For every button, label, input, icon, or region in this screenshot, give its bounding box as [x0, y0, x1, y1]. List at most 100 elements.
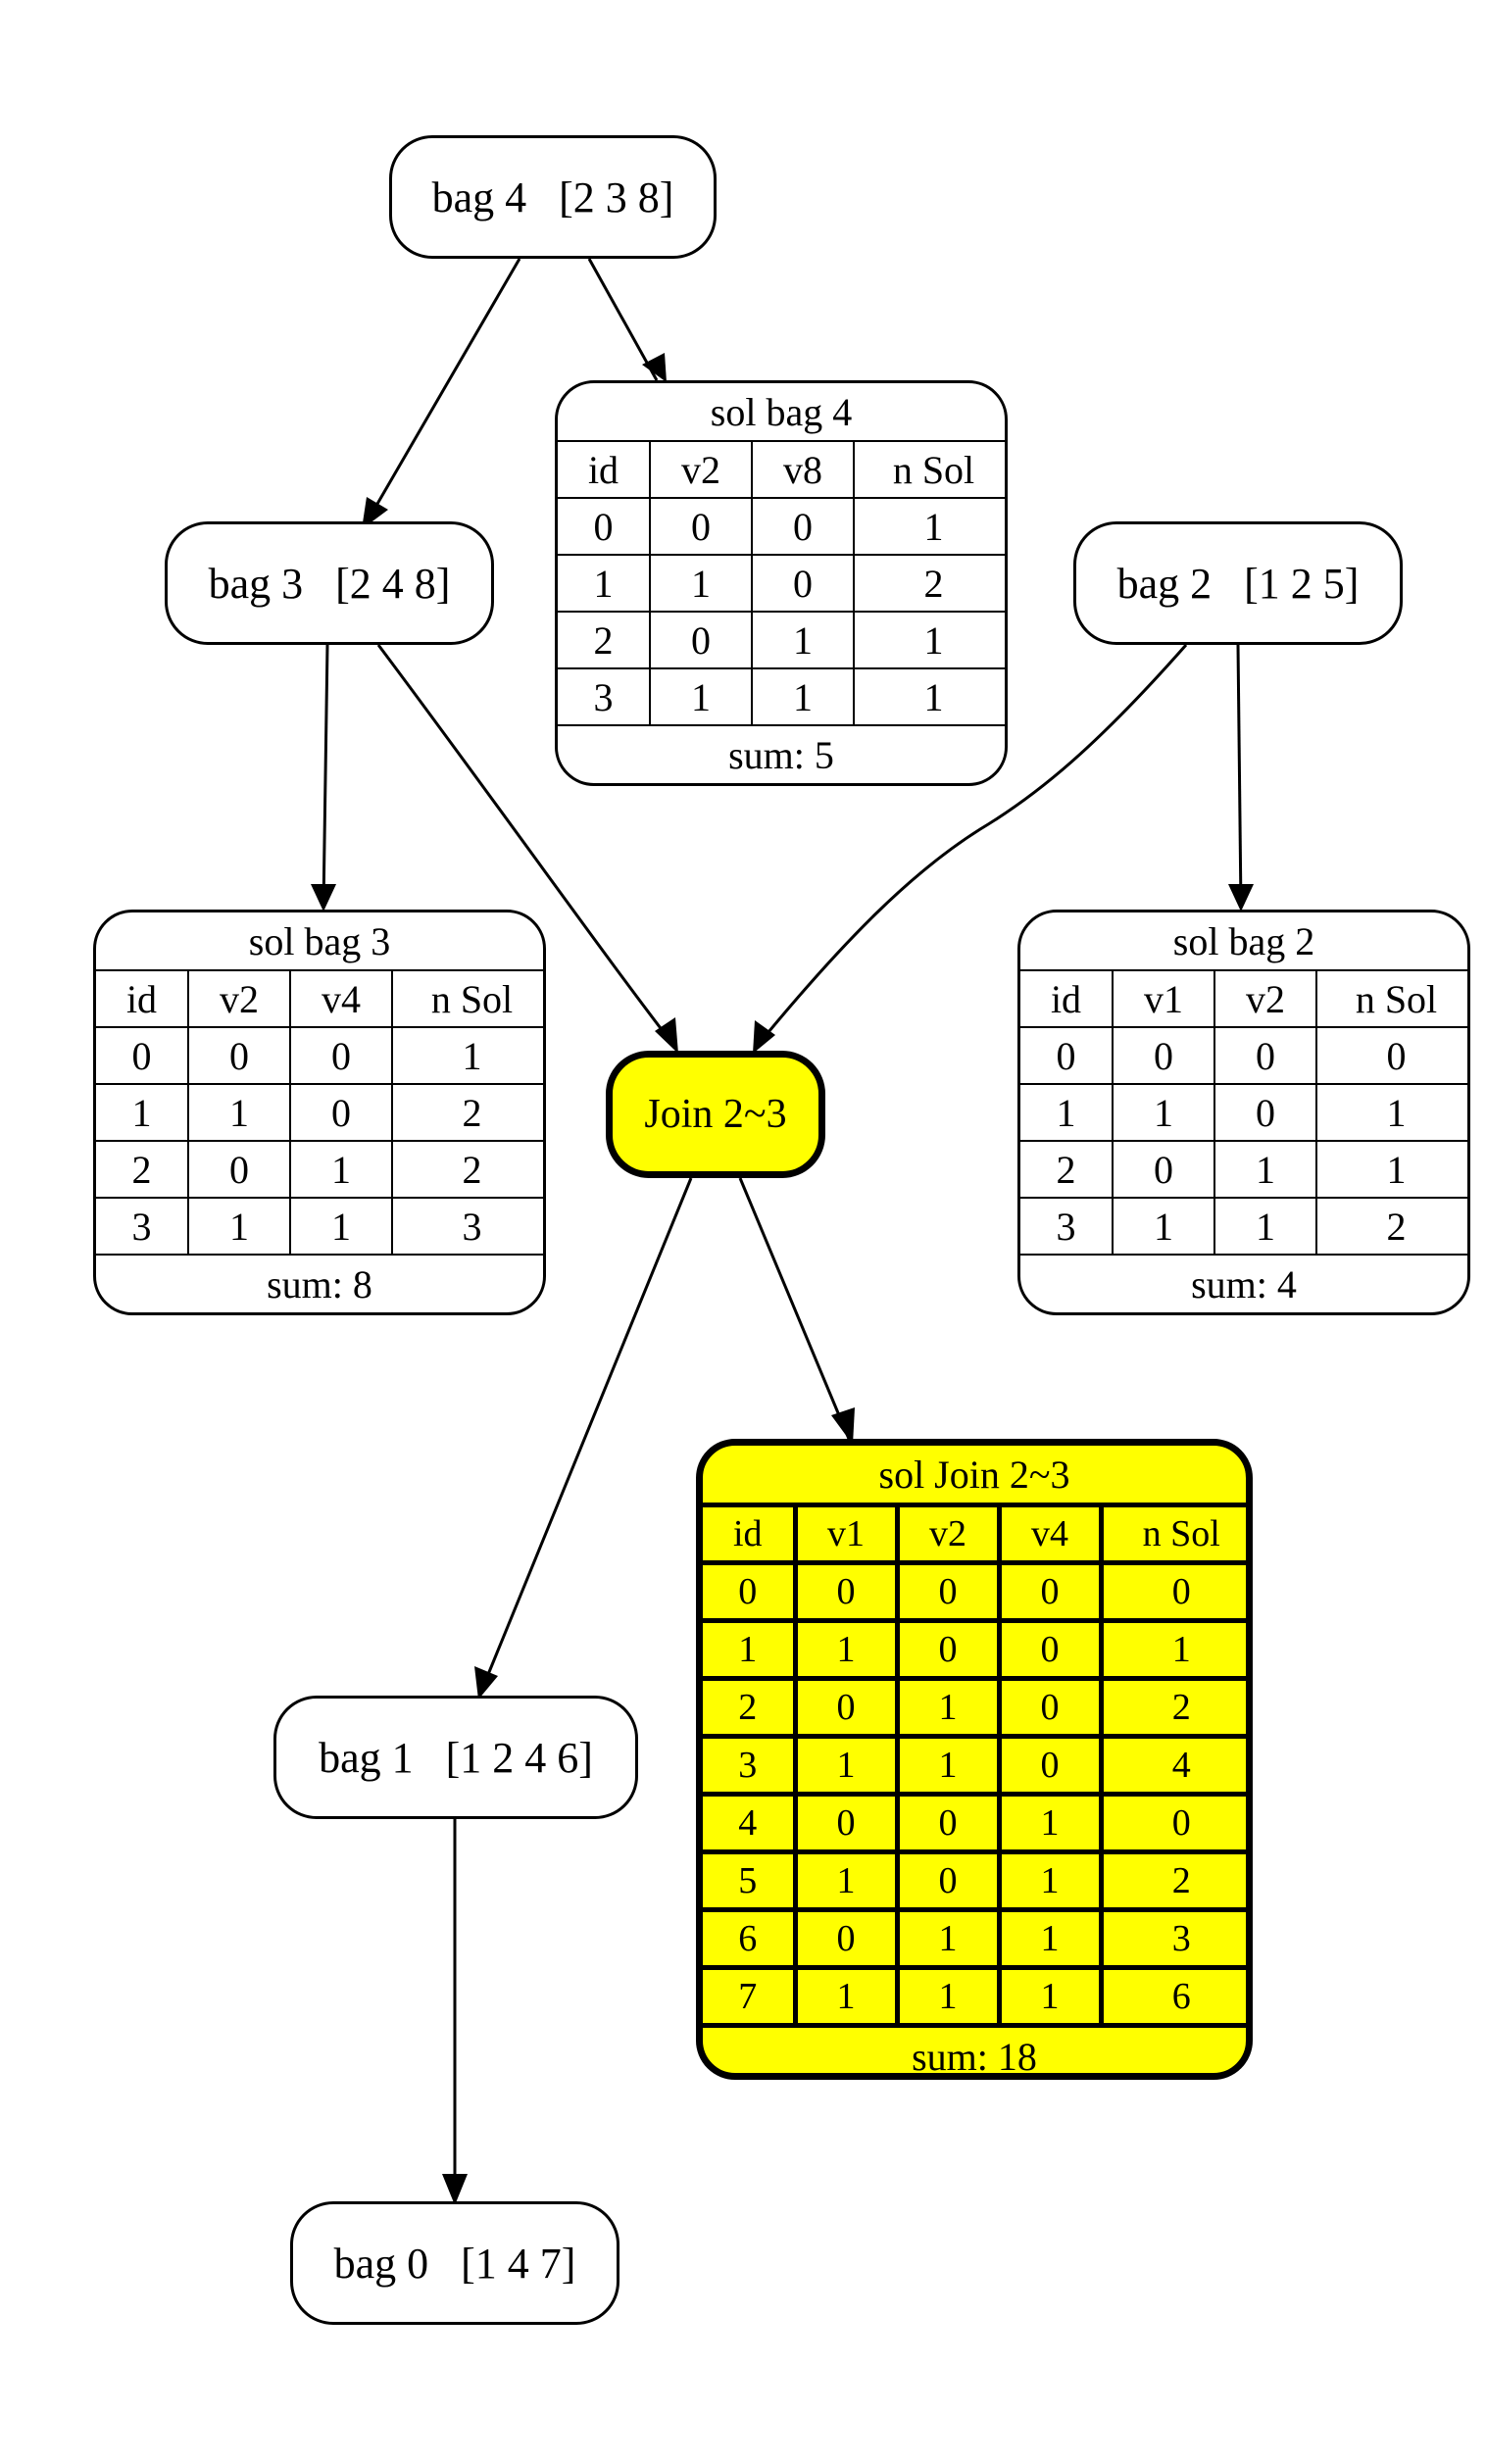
table-cell: 1	[894, 1907, 1002, 1970]
table-cell: 1	[1214, 1197, 1317, 1256]
table-cell: 1	[792, 1734, 900, 1797]
table-cell: 3	[1020, 1197, 1114, 1256]
table-sum: sum: 8	[267, 1261, 372, 1306]
table-cell: 3	[391, 1197, 543, 1256]
column-header: v8	[751, 440, 855, 499]
column-header: id	[96, 969, 189, 1028]
table-cell: 0	[894, 1849, 1002, 1912]
table-cell: 4	[703, 1792, 798, 1854]
table-cell: 2	[1098, 1676, 1246, 1739]
bag-1-node: bag 1 [1 2 4 6]	[273, 1696, 638, 1819]
table-cell: 1	[649, 667, 753, 726]
table-cell: 0	[996, 1560, 1104, 1623]
arrowhead-join-right	[753, 1020, 775, 1054]
table-cell: 3	[1098, 1907, 1246, 1970]
table-cell: 0	[289, 1083, 393, 1142]
column-header: v2	[1214, 969, 1317, 1028]
table-cell: 1	[703, 1618, 798, 1681]
column-header: v4	[996, 1503, 1104, 1565]
table-cell: 2	[703, 1676, 798, 1739]
arrowhead-soljoin	[831, 1407, 855, 1445]
table-cell: 1	[751, 611, 855, 669]
column-header: n Sol	[1098, 1503, 1246, 1565]
edge-join-bag1	[478, 1177, 693, 1695]
table-cell: 0	[1214, 1083, 1317, 1142]
edge-bag4-bag3	[365, 258, 521, 523]
table-cell: 1	[1098, 1618, 1246, 1681]
table-cell: 6	[703, 1907, 798, 1970]
table-cell: 3	[96, 1197, 189, 1256]
table-cell: 2	[1098, 1849, 1246, 1912]
column-header: v1	[792, 1503, 900, 1565]
table-cell: 0	[96, 1026, 189, 1085]
table-title: sol Join 2~3	[878, 1452, 1070, 1497]
arrowhead-bag0	[442, 2174, 468, 2205]
column-header: n Sol	[853, 440, 1005, 499]
table-cell: 2	[1020, 1140, 1114, 1199]
table-cell: 0	[649, 497, 753, 556]
table-cell: 3	[703, 1734, 798, 1797]
table-cell: 0	[996, 1734, 1104, 1797]
join-2-3-node: Join 2~3	[606, 1051, 825, 1178]
table-cell: 1	[894, 1676, 1002, 1739]
table-cell: 0	[751, 554, 855, 613]
table-cell: 1	[1020, 1083, 1114, 1142]
table-cell: 0	[649, 611, 753, 669]
table-title: sol bag 4	[710, 389, 853, 434]
table-cell: 0	[703, 1560, 798, 1623]
bag-0-node: bag 0 [1 4 7]	[290, 2201, 619, 2325]
table-cell: 0	[751, 497, 855, 556]
table-cell: 0	[792, 1792, 900, 1854]
column-header: v2	[649, 440, 753, 499]
table-cell: 2	[853, 554, 1005, 613]
table-title: sol bag 2	[1172, 918, 1315, 963]
column-header: id	[558, 440, 651, 499]
table-cell: 1	[289, 1197, 393, 1256]
table-cell: 2	[96, 1140, 189, 1199]
table-cell: 7	[703, 1965, 798, 2028]
arrowhead-bag3	[362, 497, 388, 529]
table-cell: 0	[792, 1560, 900, 1623]
table-sum: sum: 18	[912, 2034, 1037, 2079]
column-header: v4	[289, 969, 393, 1028]
table-cell: 1	[792, 1849, 900, 1912]
bag-4-node: bag 4 [2 3 8]	[389, 135, 717, 259]
column-header: v2	[187, 969, 291, 1028]
bag-3-node: bag 3 [2 4 8]	[165, 521, 494, 645]
table-title: sol bag 3	[248, 918, 391, 963]
column-header: id	[1020, 969, 1114, 1028]
table-cell: 1	[996, 1965, 1104, 2028]
table-cell: 0	[1112, 1140, 1215, 1199]
table-sum: sum: 5	[728, 732, 834, 777]
table-cell: 1	[1214, 1140, 1317, 1199]
table-cell: 1	[1315, 1083, 1467, 1142]
table-cell: 1	[1112, 1197, 1215, 1256]
table-cell: 1	[996, 1792, 1104, 1854]
table-cell: 0	[1112, 1026, 1215, 1085]
table-cell: 0	[894, 1792, 1002, 1854]
edge-bag3-sol3	[322, 644, 329, 909]
table-cell: 0	[1098, 1560, 1246, 1623]
table-cell: 1	[792, 1965, 900, 2028]
table-cell: 5	[703, 1849, 798, 1912]
